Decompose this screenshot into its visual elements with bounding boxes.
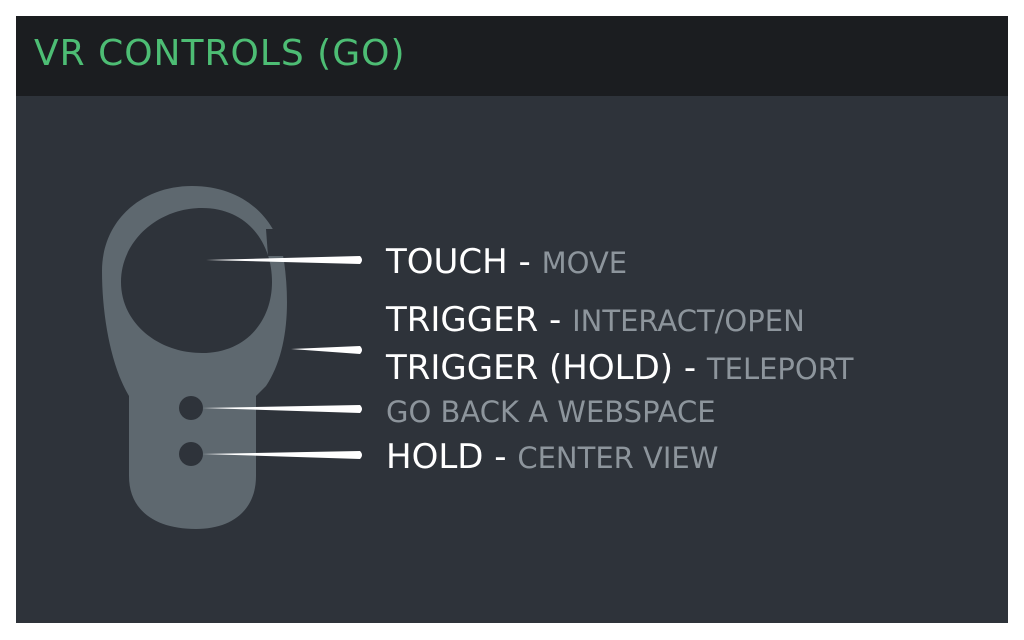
controller-diagram xyxy=(102,186,362,529)
label-trigger-hold-description: TELEPORT xyxy=(706,352,854,386)
controller-thumb-gap xyxy=(266,229,286,256)
label-touch-description: MOVE xyxy=(541,246,628,280)
label-trigger-hold: TRIGGER (HOLD) - TELEPORT xyxy=(386,351,854,385)
page-title: VR CONTROLS (GO) xyxy=(34,33,406,74)
label-back-description: GO BACK A WEBSPACE xyxy=(386,395,716,429)
home-button xyxy=(179,442,203,466)
controller-body xyxy=(102,186,287,529)
label-trigger-action: TRIGGER - xyxy=(386,300,573,340)
label-touch-action: TOUCH - xyxy=(386,242,542,282)
label-hold-action: HOLD - xyxy=(386,437,518,477)
header-bar: VR CONTROLS (GO) xyxy=(16,16,1008,96)
label-trigger: TRIGGER - INTERACT/OPEN xyxy=(386,303,805,337)
label-trigger-description: INTERACT/OPEN xyxy=(572,304,805,338)
label-back: GO BACK A WEBSPACE xyxy=(386,398,716,427)
label-trigger-hold-action: TRIGGER (HOLD) - xyxy=(386,348,707,388)
back-button xyxy=(179,396,203,420)
pointer-touch xyxy=(206,256,362,264)
pointer-hold xyxy=(202,451,362,459)
label-touch: TOUCH - MOVE xyxy=(386,245,627,279)
controls-panel: VR CONTROLS (GO) TOUCH - MOVE TRIGGER - … xyxy=(16,16,1008,623)
label-hold-description: CENTER VIEW xyxy=(517,441,719,475)
label-hold: HOLD - CENTER VIEW xyxy=(386,440,718,474)
pointer-trigger xyxy=(291,346,362,354)
vr-go-controller-icon xyxy=(102,186,287,529)
pointer-back xyxy=(202,405,362,413)
